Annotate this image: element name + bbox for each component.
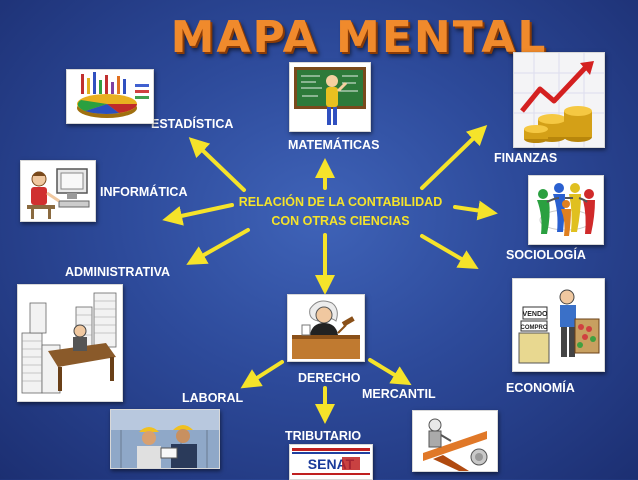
arrow-economia (420, 234, 479, 270)
arrow-estadistica (188, 137, 246, 192)
arrow-informatica (162, 203, 234, 226)
arrow-finanzas (420, 125, 488, 190)
label-derecho: DERECHO (298, 371, 361, 385)
label-informatica: INFORMÁTICA (100, 185, 188, 199)
label-laboral: LABORAL (182, 391, 244, 405)
central-topic: RELACIÓN DE LA CONTABILIDAD CON OTRAS CI… (228, 193, 453, 231)
labor-workers-image (110, 409, 220, 469)
mathematics-blackboard-image (289, 62, 371, 132)
arrow-sociologia (453, 200, 498, 221)
label-sociologia: SOCIOLOGÍA (506, 248, 586, 262)
arrow-administrativa (186, 228, 250, 265)
statistics-pie-chart-image (66, 69, 154, 124)
label-tributario: TRIBUTARIO (285, 429, 362, 443)
administrative-paper-stacks-image (17, 284, 123, 402)
label-finanzas: FINANZAS (494, 151, 558, 165)
central-topic-line-1: RELACIÓN DE LA CONTABILIDAD (238, 195, 443, 209)
tax-senat-logo-image: SENAT (289, 444, 373, 480)
sociology-people-circle-image (528, 175, 604, 245)
economy-market-stall-image: VENDO COMPRO (512, 278, 605, 372)
label-matematicas: MATEMÁTICAS (288, 138, 380, 152)
label-estadistica: ESTADÍSTICA (151, 117, 234, 131)
informatics-computer-user-image (20, 160, 96, 222)
vendo-sign: VENDO (523, 311, 548, 318)
page-title: MAPA MENTAL (170, 12, 548, 63)
finance-growth-chart-image (513, 52, 605, 148)
law-judge-image (287, 294, 365, 362)
label-administrativa: ADMINISTRATIVA (65, 265, 171, 279)
arrow-laboral (240, 360, 284, 389)
central-topic-line-2: CON OTRAS CIENCIAS (271, 214, 410, 228)
label-economia: ECONOMÍA (506, 381, 575, 395)
label-mercantil: MERCANTIL (362, 387, 436, 401)
arrow-mercantil (368, 358, 412, 386)
compro-sign: COMPRO (521, 325, 548, 331)
commerce-balance-image (412, 410, 498, 472)
